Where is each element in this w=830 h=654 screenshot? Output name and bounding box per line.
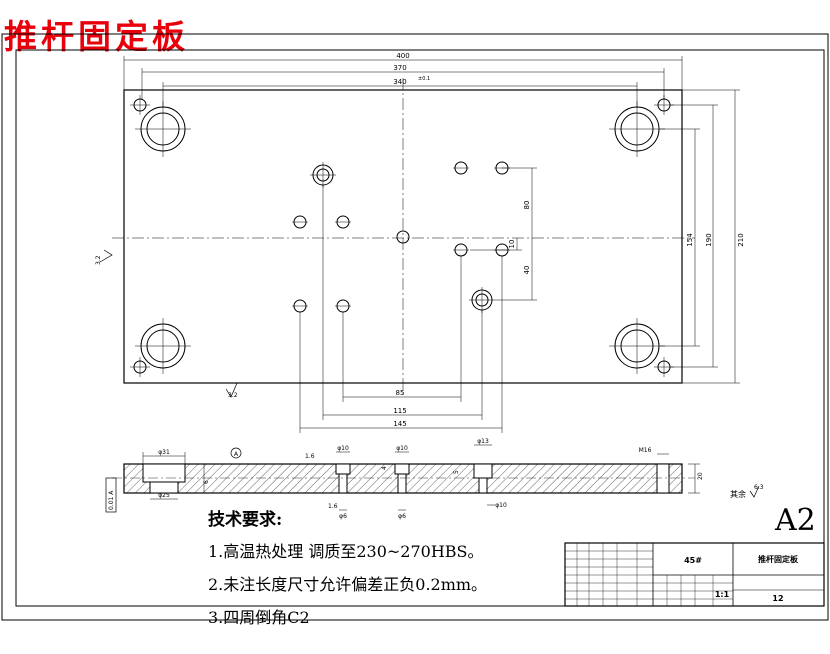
flatness-tolerance: 0.01 A: [108, 490, 115, 510]
corner-holes: [140, 106, 660, 369]
tb-scale: 1:1: [715, 590, 730, 599]
dim-d6a: φ6: [339, 513, 347, 520]
roughness-mark-left: [99, 249, 113, 263]
top-dimensions: [123, 56, 683, 108]
roughness-section-b: 1.6: [328, 503, 338, 510]
dim-80: 80: [523, 201, 531, 210]
section-dim-lines: [142, 444, 700, 511]
roughness-section-a: 1.6: [305, 453, 315, 460]
datum-label: A: [234, 451, 239, 458]
dim-d6b: φ6: [398, 513, 406, 520]
roughness-value-main: 3.2: [228, 392, 238, 399]
dim-10: 10: [508, 240, 516, 249]
dim-t20: 20: [697, 472, 704, 480]
dim-d31: φ31: [158, 449, 170, 456]
dim-210: 210: [737, 233, 745, 246]
flatness-frame: [105, 477, 117, 513]
roughness-value-left: 3.2: [95, 255, 102, 265]
pin-holes: [293, 161, 509, 313]
bottom-dimensions: [299, 185, 503, 433]
technical-requirements: 技术要求: 1.高温热处理 调质至230~270HBS。 2.未注长度尺寸允许偏…: [208, 505, 487, 637]
tb-material: 45#: [684, 556, 702, 565]
dim-d10c: φ10: [495, 502, 507, 509]
dim-400: 400: [396, 52, 409, 60]
sheet-size: A2: [775, 503, 816, 538]
roughness-rest-mark: [749, 485, 760, 498]
rest-label: 其余: [730, 489, 746, 499]
dim-tolerance-note: ±0.1: [418, 76, 430, 82]
dim-40: 40: [523, 266, 531, 275]
section-view: [123, 463, 683, 494]
right-dimensions: [470, 89, 740, 384]
dim-d10b: φ10: [396, 445, 408, 452]
dim-370: 370: [393, 64, 406, 72]
datum-circle: [230, 447, 242, 459]
tech-item-3: 3.四周倒角C2: [208, 608, 310, 627]
dim-145: 145: [393, 420, 406, 428]
tb-number: 12: [772, 594, 783, 603]
dim-d25: φ25: [158, 492, 170, 499]
dim-85: 85: [396, 389, 405, 397]
tb-part-name: 推杆固定板: [758, 554, 799, 564]
tech-item-1: 1.高温热处理 调质至230~270HBS。: [208, 542, 484, 561]
outer-frame: [1, 33, 829, 621]
roughness-rest-value: 6.3: [754, 484, 764, 491]
title-block: [564, 542, 825, 607]
dim-t5: 5: [453, 470, 460, 474]
dim-340: 340: [393, 78, 406, 86]
dim-t4: 4: [381, 466, 388, 470]
dim-154: 154: [686, 233, 694, 247]
dim-t6: 6: [203, 480, 210, 484]
tech-item-2: 2.未注长度尺寸允许偏差正负0.2mm。: [208, 575, 488, 594]
tech-heading: 技术要求:: [208, 510, 283, 530]
inner-frame: [15, 49, 825, 607]
dim-d10a: φ10: [337, 445, 349, 452]
roughness-mark-main: [225, 382, 238, 398]
dim-m16: M16: [639, 447, 652, 454]
dim-115: 115: [393, 407, 406, 415]
dim-d13: φ13: [477, 438, 489, 445]
screw-holes: [133, 98, 671, 374]
dim-190: 190: [705, 233, 713, 246]
